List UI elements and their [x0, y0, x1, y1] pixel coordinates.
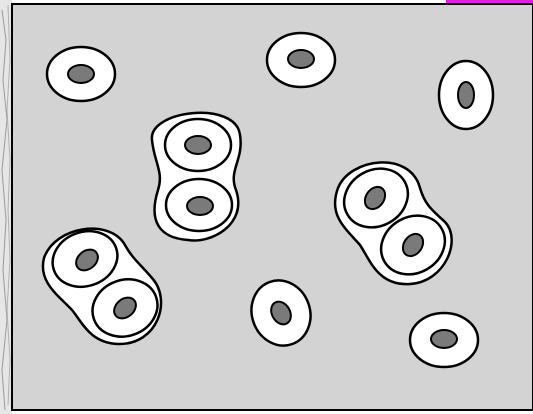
nucleus — [431, 330, 457, 348]
left-edge-texture — [0, 0, 12, 414]
single-cell — [47, 47, 115, 101]
nucleus — [68, 65, 94, 83]
nucleus — [187, 197, 213, 215]
single-cell — [267, 33, 335, 87]
dividing-cell-pair — [152, 113, 241, 241]
nucleus — [185, 136, 211, 154]
nucleus — [458, 82, 474, 108]
nucleus — [288, 50, 314, 68]
single-cell — [410, 313, 478, 367]
single-cell — [439, 61, 493, 129]
